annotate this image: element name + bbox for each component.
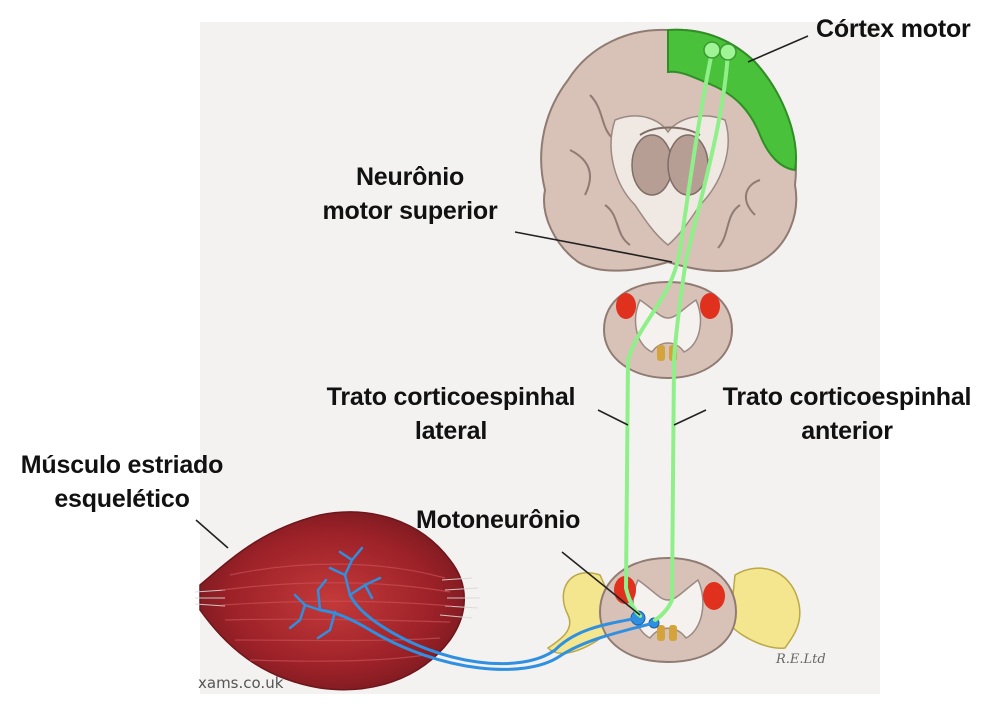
label-lateral-tract-line1: Trato corticoespinhal xyxy=(316,380,586,414)
label-lateral-tract-line2: lateral xyxy=(316,414,586,448)
upper-cord-section xyxy=(604,282,732,378)
label-lateral-tract: Trato corticoespinhal lateral xyxy=(316,380,586,448)
label-anterior-tract: Trato corticoespinhal anterior xyxy=(712,380,982,448)
lower-right-nucleus xyxy=(703,582,725,610)
cortex-neuron-1 xyxy=(704,42,720,58)
label-motoneuron: Motoneurônio xyxy=(416,503,580,537)
source-credit: xams.co.uk xyxy=(198,674,283,692)
label-upper-motor-neuron: Neurônio motor superior xyxy=(312,160,508,228)
label-upper-motor-neuron-line2: motor superior xyxy=(312,194,508,228)
upper-right-nucleus xyxy=(700,293,720,319)
label-motor-cortex: Córtex motor xyxy=(816,12,971,46)
label-upper-motor-neuron-line1: Neurônio xyxy=(312,160,508,194)
upper-left-nucleus xyxy=(616,293,636,319)
label-skeletal-muscle: Músculo estriado esquelético xyxy=(4,448,240,516)
label-skeletal-muscle-line1: Músculo estriado xyxy=(4,448,240,482)
label-skeletal-muscle-line2: esquelético xyxy=(4,482,240,516)
brain-section xyxy=(541,30,796,271)
cortex-neuron-2 xyxy=(720,44,736,60)
label-anterior-tract-line1: Trato corticoespinhal xyxy=(712,380,982,414)
artist-signature: R.E.Ltd xyxy=(776,652,826,667)
label-anterior-tract-line2: anterior xyxy=(712,414,982,448)
